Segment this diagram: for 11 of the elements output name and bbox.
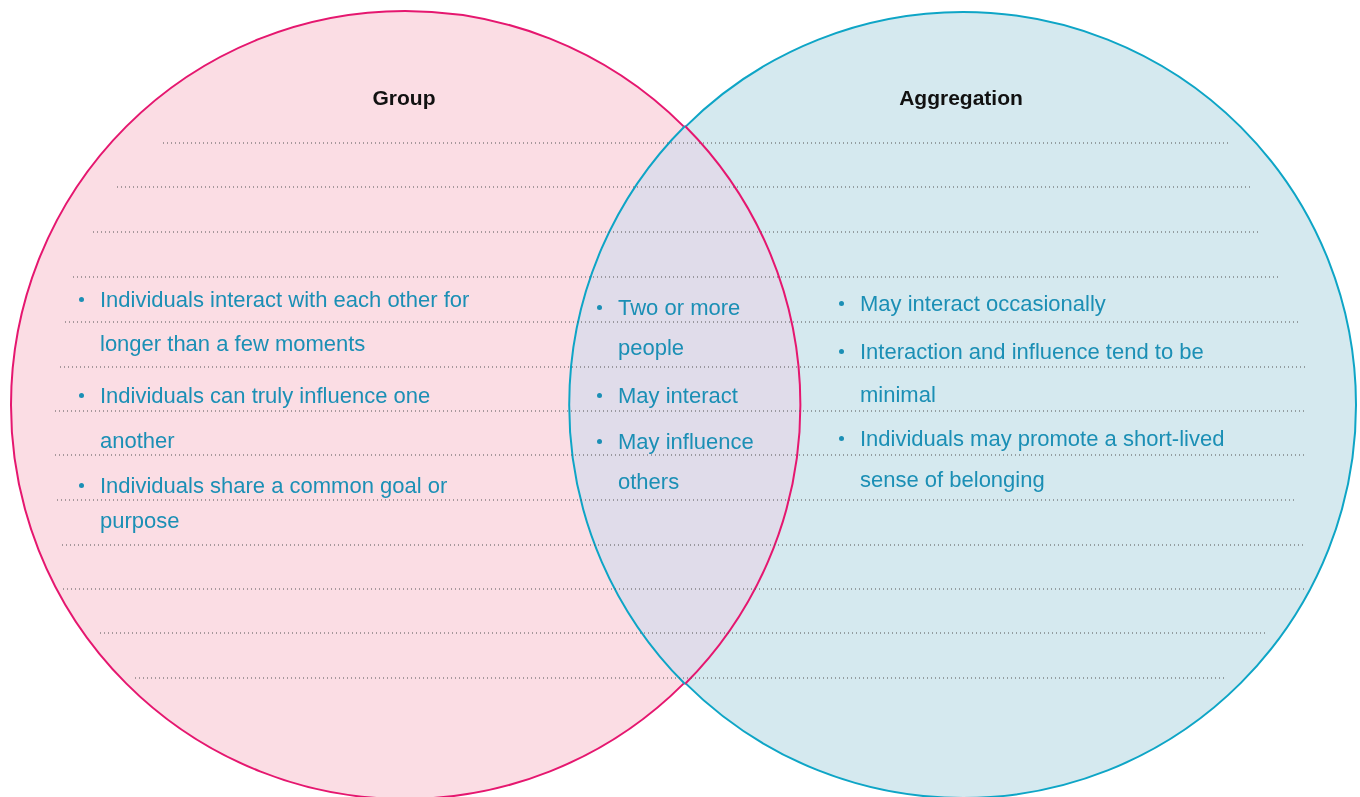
bullet-text: Individuals can truly influence one another — [100, 382, 432, 455]
bullet-text: May interact — [618, 382, 739, 410]
bullet-text: May influence others — [618, 428, 755, 496]
bullet-text: May interact occasionally — [860, 290, 1107, 318]
bullet-text: Interaction and influence tend to be minimal — [860, 338, 1205, 409]
bullet-text: Individuals interact with each other for longer than a few moments — [100, 286, 471, 358]
heading: Aggregation — [898, 85, 1024, 111]
bullet-text: Two or more people — [618, 294, 742, 362]
bullet-text: Individuals share a common goal or purpose — [100, 472, 449, 535]
bullet-text: Individuals may promote a short-lived sense of belonging — [860, 425, 1226, 494]
heading: Group — [371, 85, 437, 111]
